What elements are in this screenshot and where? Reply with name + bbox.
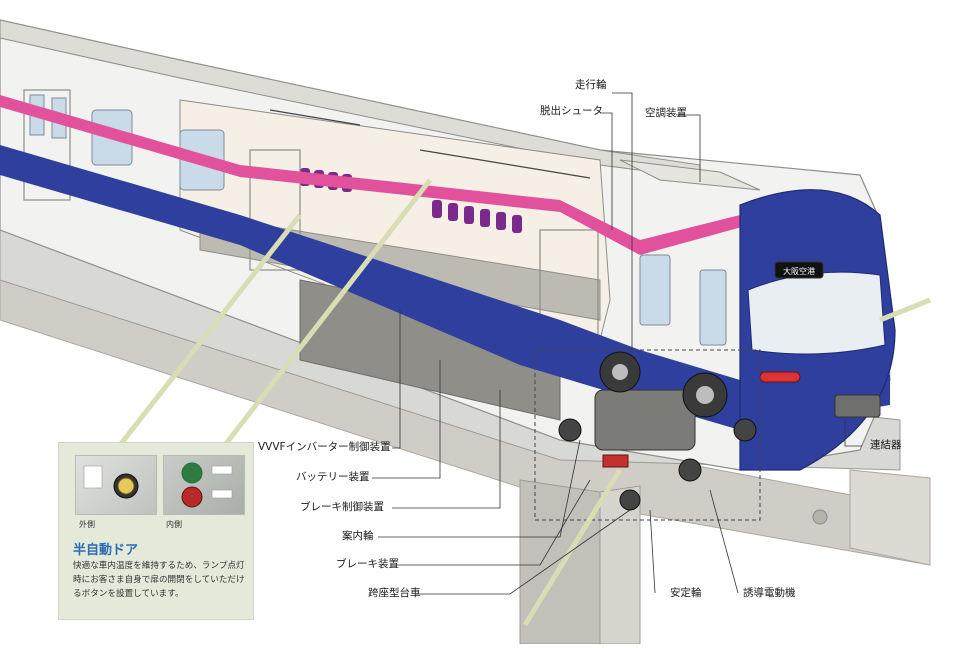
guide-wheel-1 xyxy=(558,418,582,442)
beam-bolt xyxy=(812,509,828,525)
outer-door-button-icon xyxy=(83,465,139,499)
bogie-leader xyxy=(522,468,623,627)
outer-label: 外側 xyxy=(79,520,95,529)
inset-leader-2 xyxy=(223,178,432,447)
headlight xyxy=(759,371,801,383)
label-drive-wheel: 走行輪 xyxy=(575,79,607,91)
label-battery: バッテリー装置 xyxy=(296,471,370,483)
guide-wheel-3 xyxy=(678,458,702,482)
track-beam-end xyxy=(849,469,931,566)
roof-unit xyxy=(619,159,761,191)
semi-auto-door-inset: 外側 内側 半自動ドア 快適な車内温度を維持するため、ランプ点灯時にお客さま自身… xyxy=(58,442,254,620)
strap-rail xyxy=(269,109,591,179)
destination-sign: 大阪空港 xyxy=(783,266,815,276)
label-vvvf-inverter: VVVFインバーター制御装置 xyxy=(258,441,391,453)
callout-lines xyxy=(372,92,862,595)
doors xyxy=(23,89,599,351)
inner-door-buttons-icon xyxy=(181,462,233,508)
label-air-conditioner: 空調装置 xyxy=(645,107,687,119)
front-windshield xyxy=(747,271,886,355)
front-leader xyxy=(879,297,931,323)
label-brake-unit: ブレーキ装置 xyxy=(336,558,399,570)
inner-label: 内側 xyxy=(166,520,182,529)
guide-wheel-2 xyxy=(733,418,757,442)
label-induction-motor: 誘導電動機 xyxy=(743,587,796,599)
stabilizing-wheel xyxy=(619,489,641,511)
label-coupler: 連結器 xyxy=(870,439,902,451)
label-escape-chute: 脱出シュータ xyxy=(540,105,603,117)
support-pillar xyxy=(519,479,601,645)
inset-title: 半自動ドア xyxy=(73,543,139,558)
inset-leader-1 xyxy=(118,213,302,447)
bogie-outline xyxy=(534,349,761,521)
blue-stripe xyxy=(0,145,890,430)
label-guide-wheel: 案内輪 xyxy=(342,530,374,542)
front-coupler xyxy=(834,394,881,418)
inset-description: 快適な車内温度を維持するため、ランプ点灯時にお客さま自身で扉の開閉をしていただけ… xyxy=(73,561,245,599)
inner-button-photo xyxy=(163,455,245,515)
straddle-bogie-assembly xyxy=(558,351,757,511)
side-windows xyxy=(29,94,727,346)
label-stabilizing-wheel: 安定輪 xyxy=(670,587,702,599)
label-straddle-bogie: 跨座型台車 xyxy=(368,587,421,599)
outer-button-photo xyxy=(75,455,157,515)
destination-display xyxy=(774,261,824,279)
label-brake-control: ブレーキ制御装置 xyxy=(300,501,384,513)
